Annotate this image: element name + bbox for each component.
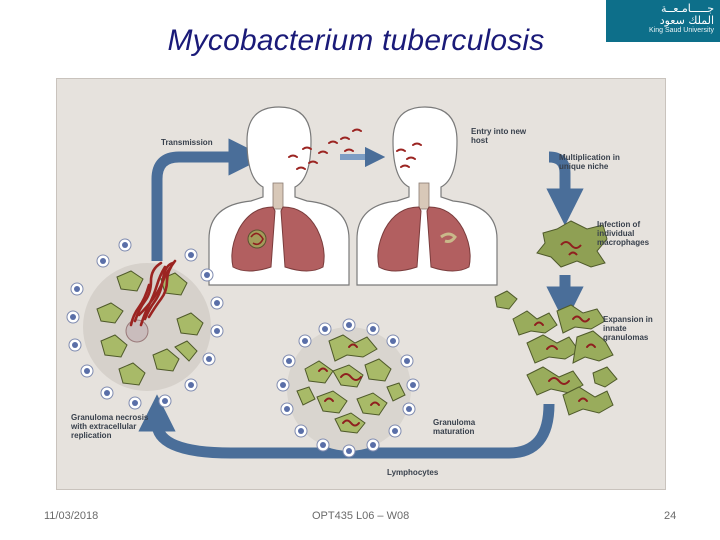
human-figure-left [208,106,350,286]
label-granuloma-necrosis: Granuloma necrosis with extracellular re… [71,413,149,440]
label-expansion-in-innate-granulomas: Expansion in innate granulomas [603,315,653,342]
human-figure-right [356,106,498,286]
necrotic-granuloma-lymphocyte-nuclei [70,242,220,406]
logo-arabic-line1: جـــــامـعــة [660,2,714,15]
label-transmission: Transmission [161,138,213,147]
cycle-arrow-left [151,138,266,261]
label-lymphocytes: Lymphocytes [387,468,439,477]
infected-macrophage [536,220,608,268]
mature-granuloma-lymphocyte-nuclei [280,322,416,454]
label-infection-of-individual-macrophages: Infection of individual macrophages [597,220,650,247]
footer-date: 11/03/2018 [44,510,99,522]
footer-course: OPT435 L06 – W08 [312,510,410,522]
necrotic-core [125,319,149,343]
mature-granuloma [276,318,420,458]
cycle-arrow-bottom [138,394,555,459]
necrotic-granuloma [66,238,224,410]
university-logo: جـــــامـعــة الملك سعود King Saud Unive… [606,0,720,42]
slide-title: Mycobacterium tuberculosis [167,24,545,57]
innate-granuloma-bacteria [534,315,596,402]
label-multiplication-in-unique-niche: Multiplication in unique niche [559,153,620,171]
logo-arabic-text: جـــــامـعــة الملك سعود [606,3,714,27]
tb-lifecycle-figure: Transmission Entry into new host Multipl… [56,78,666,490]
label-entry-into-new-host: Entry into new host [471,127,527,145]
transmitted-bacteria [288,128,422,170]
tb-lifecycle-diagram [66,106,618,459]
innate-granuloma-cluster [494,290,618,416]
extracellular-bacteria [129,259,177,327]
logo-english-text: King Saud University [649,27,714,34]
mature-granuloma-bacteria [318,343,380,427]
logo-arabic-line2: الملك سعود [659,14,714,27]
cycle-arrow-right [546,151,584,226]
label-granuloma-maturation: Granuloma maturation [433,418,476,436]
footer-page-number: 24 [664,510,677,522]
necrotic-granuloma-macrophages [96,270,204,386]
